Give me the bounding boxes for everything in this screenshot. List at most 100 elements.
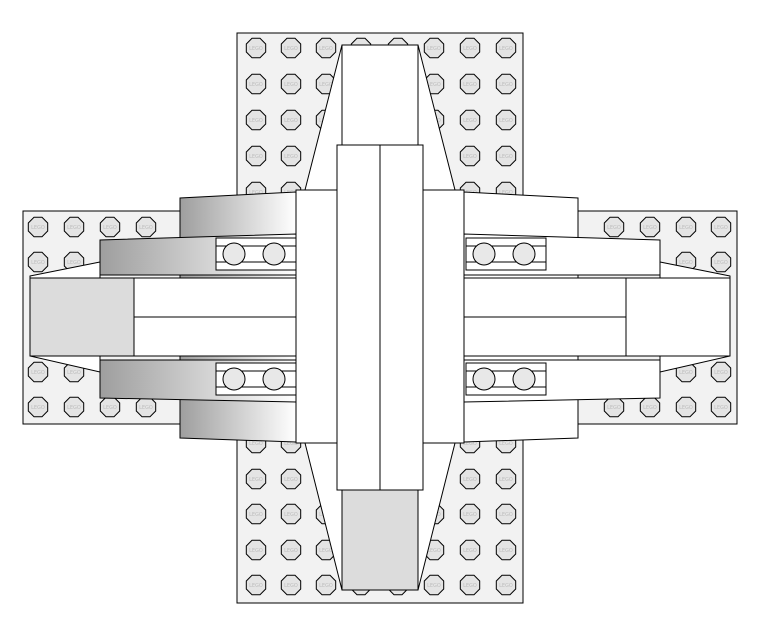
stud: LEGO bbox=[245, 503, 267, 525]
svg-text:LEGO: LEGO bbox=[319, 583, 333, 589]
svg-text:LEGO: LEGO bbox=[463, 154, 477, 160]
stud: LEGO bbox=[245, 37, 267, 59]
svg-text:LEGO: LEGO bbox=[499, 548, 513, 554]
stud: LEGO bbox=[495, 73, 517, 95]
svg-text:LEGO: LEGO bbox=[67, 405, 81, 411]
stud: LEGO bbox=[63, 396, 85, 418]
stud: LEGO bbox=[315, 574, 337, 596]
stud: LEGO bbox=[459, 145, 481, 167]
svg-text:LEGO: LEGO bbox=[284, 46, 298, 52]
svg-text:LEGO: LEGO bbox=[139, 405, 153, 411]
svg-text:LEGO: LEGO bbox=[31, 260, 45, 266]
stud: LEGO bbox=[99, 216, 121, 238]
svg-text:LEGO: LEGO bbox=[319, 46, 333, 52]
svg-text:LEGO: LEGO bbox=[319, 82, 333, 88]
stud: LEGO bbox=[639, 396, 661, 418]
stud: LEGO bbox=[603, 216, 625, 238]
svg-text:LEGO: LEGO bbox=[499, 46, 513, 52]
svg-text:LEGO: LEGO bbox=[284, 154, 298, 160]
stud: LEGO bbox=[675, 396, 697, 418]
svg-text:LEGO: LEGO bbox=[249, 548, 263, 554]
stud: LEGO bbox=[459, 574, 481, 596]
svg-text:LEGO: LEGO bbox=[249, 118, 263, 124]
svg-text:LEGO: LEGO bbox=[499, 190, 513, 196]
svg-text:LEGO: LEGO bbox=[284, 477, 298, 483]
svg-text:LEGO: LEGO bbox=[103, 405, 117, 411]
stud: LEGO bbox=[710, 361, 732, 383]
svg-text:LEGO: LEGO bbox=[714, 260, 728, 266]
svg-text:LEGO: LEGO bbox=[463, 46, 477, 52]
stud: LEGO bbox=[710, 251, 732, 273]
svg-text:LEGO: LEGO bbox=[284, 512, 298, 518]
svg-text:LEGO: LEGO bbox=[31, 225, 45, 231]
svg-text:LEGO: LEGO bbox=[463, 118, 477, 124]
stud: LEGO bbox=[459, 503, 481, 525]
svg-text:LEGO: LEGO bbox=[31, 405, 45, 411]
stud: LEGO bbox=[245, 574, 267, 596]
svg-text:LEGO: LEGO bbox=[499, 118, 513, 124]
bearings bbox=[215, 237, 547, 396]
svg-text:LEGO: LEGO bbox=[249, 441, 263, 447]
stud: LEGO bbox=[495, 574, 517, 596]
svg-text:LEGO: LEGO bbox=[499, 441, 513, 447]
svg-text:LEGO: LEGO bbox=[427, 82, 441, 88]
stud: LEGO bbox=[280, 37, 302, 59]
svg-text:LEGO: LEGO bbox=[284, 548, 298, 554]
svg-text:LEGO: LEGO bbox=[499, 477, 513, 483]
svg-text:LEGO: LEGO bbox=[31, 370, 45, 376]
stud: LEGO bbox=[245, 145, 267, 167]
stud: LEGO bbox=[423, 574, 445, 596]
stud: LEGO bbox=[459, 73, 481, 95]
stud: LEGO bbox=[280, 539, 302, 561]
svg-text:LEGO: LEGO bbox=[607, 225, 621, 231]
stud: LEGO bbox=[495, 468, 517, 490]
svg-text:LEGO: LEGO bbox=[67, 370, 81, 376]
stud: LEGO bbox=[459, 539, 481, 561]
stud: LEGO bbox=[27, 396, 49, 418]
stud: LEGO bbox=[315, 37, 337, 59]
stud: LEGO bbox=[423, 37, 445, 59]
svg-text:LEGO: LEGO bbox=[249, 583, 263, 589]
svg-text:LEGO: LEGO bbox=[499, 583, 513, 589]
svg-text:LEGO: LEGO bbox=[679, 405, 693, 411]
stud: LEGO bbox=[495, 503, 517, 525]
svg-text:LEGO: LEGO bbox=[643, 405, 657, 411]
svg-text:LEGO: LEGO bbox=[427, 548, 441, 554]
svg-text:LEGO: LEGO bbox=[249, 82, 263, 88]
svg-text:LEGO: LEGO bbox=[714, 225, 728, 231]
stud: LEGO bbox=[280, 468, 302, 490]
svg-text:LEGO: LEGO bbox=[714, 370, 728, 376]
stud: LEGO bbox=[495, 37, 517, 59]
stud: LEGO bbox=[245, 109, 267, 131]
stud: LEGO bbox=[280, 574, 302, 596]
svg-text:LEGO: LEGO bbox=[499, 512, 513, 518]
stud: LEGO bbox=[280, 503, 302, 525]
stud: LEGO bbox=[495, 145, 517, 167]
svg-text:LEGO: LEGO bbox=[463, 441, 477, 447]
svg-text:LEGO: LEGO bbox=[249, 512, 263, 518]
svg-text:LEGO: LEGO bbox=[679, 225, 693, 231]
svg-text:LEGO: LEGO bbox=[499, 154, 513, 160]
svg-text:LEGO: LEGO bbox=[284, 441, 298, 447]
stud: LEGO bbox=[245, 468, 267, 490]
svg-text:LEGO: LEGO bbox=[427, 46, 441, 52]
svg-text:LEGO: LEGO bbox=[284, 583, 298, 589]
stud: LEGO bbox=[495, 539, 517, 561]
svg-text:LEGO: LEGO bbox=[103, 225, 117, 231]
stud: LEGO bbox=[639, 216, 661, 238]
bearing bbox=[465, 362, 547, 396]
svg-text:LEGO: LEGO bbox=[249, 477, 263, 483]
bearing bbox=[215, 237, 297, 271]
stud: LEGO bbox=[135, 216, 157, 238]
svg-text:LEGO: LEGO bbox=[284, 82, 298, 88]
stud: LEGO bbox=[459, 468, 481, 490]
vertical-shaft bbox=[336, 44, 424, 591]
svg-text:LEGO: LEGO bbox=[714, 405, 728, 411]
stud: LEGO bbox=[675, 216, 697, 238]
svg-text:LEGO: LEGO bbox=[643, 225, 657, 231]
svg-text:LEGO: LEGO bbox=[463, 82, 477, 88]
stud: LEGO bbox=[603, 396, 625, 418]
bearing bbox=[465, 237, 547, 271]
svg-text:LEGO: LEGO bbox=[249, 154, 263, 160]
bearing bbox=[215, 362, 297, 396]
